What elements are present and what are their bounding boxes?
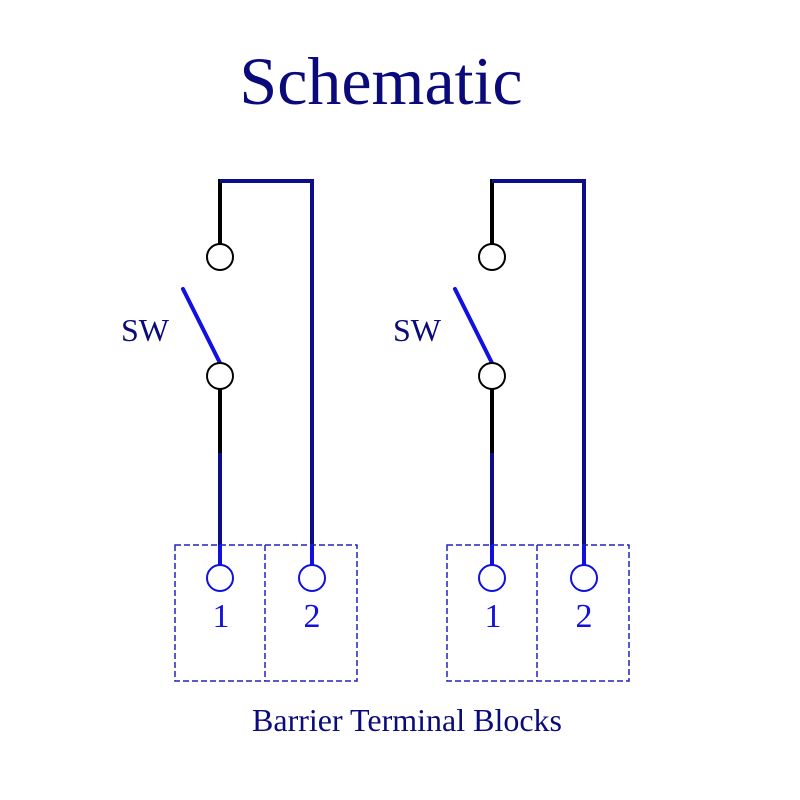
wire-top-black: [490, 179, 586, 545]
terminal-block: [174, 544, 358, 682]
terminal-number-2: 2: [576, 598, 593, 635]
switch-contact-top: [206, 243, 234, 271]
switch-contact-top: [478, 243, 506, 271]
switch-lever: [453, 287, 494, 365]
terminal-screw-1: [478, 564, 506, 592]
terminal-screw-1: [206, 564, 234, 592]
terminal-block: [446, 544, 630, 682]
circuit-2: SW 1 2: [393, 179, 630, 682]
wire-top-black: [218, 179, 314, 545]
terminal-screw-2: [570, 564, 598, 592]
diagram-caption: Barrier Terminal Blocks: [252, 702, 562, 738]
switch-contact-bottom: [478, 362, 506, 390]
circuit-1: SW 1 2: [121, 179, 358, 682]
terminal-number-1: 1: [485, 598, 502, 635]
wire-return: [220, 179, 314, 545]
page-title: Schematic: [239, 43, 522, 119]
switch-label: SW: [393, 312, 442, 348]
wire-return: [492, 179, 586, 545]
terminal-screw-2: [298, 564, 326, 592]
switch-contact-bottom: [206, 362, 234, 390]
terminal-number-2: 2: [304, 598, 321, 635]
switch-lever: [181, 287, 222, 365]
terminal-number-1: 1: [213, 598, 230, 635]
switch-label: SW: [121, 312, 170, 348]
